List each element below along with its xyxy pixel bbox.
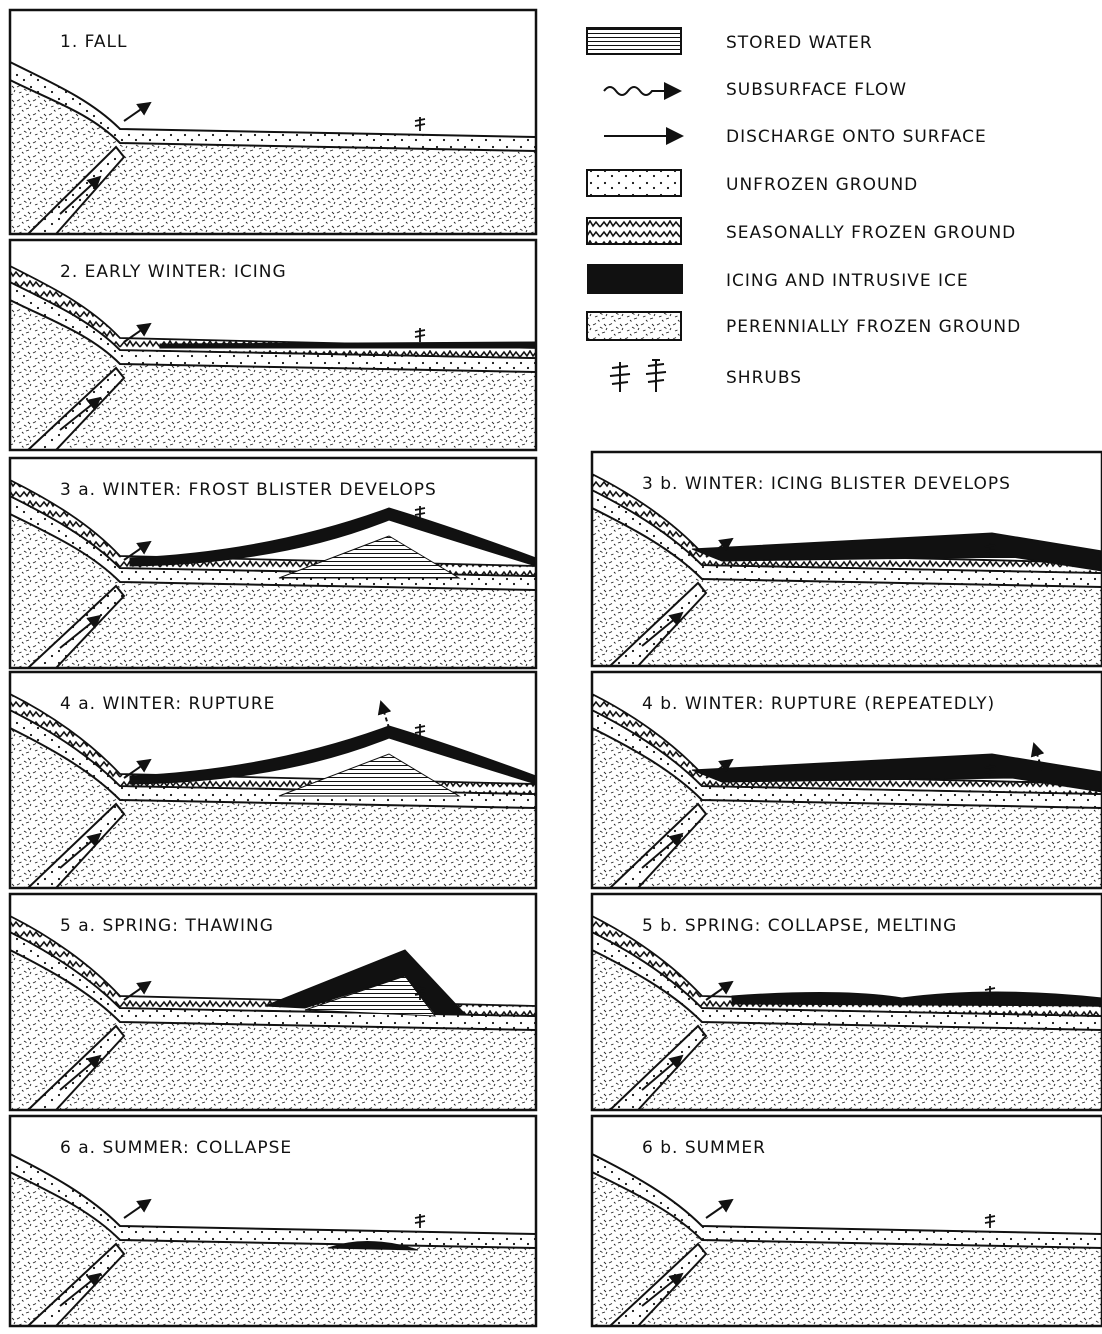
discharge-arrow	[706, 1200, 732, 1218]
panel-p6b: 6 b. SUMMER	[592, 1116, 1102, 1326]
panel-p4a: 4 a. WINTER: RUPTURE	[10, 672, 536, 888]
legend-label: DISCHARGE ONTO SURFACE	[726, 127, 987, 147]
legend-item-seasonal: SEASONALLY FROZEN GROUND	[587, 218, 1016, 244]
wavy-arrow-icon	[604, 87, 680, 95]
perennially-frozen-swatch	[587, 312, 681, 340]
legend-label: UNFROZEN GROUND	[726, 175, 918, 195]
legend-item-discharge: DISCHARGE ONTO SURFACE	[604, 127, 987, 147]
panel-title: 4 a. WINTER: RUPTURE	[60, 694, 275, 714]
panel-title: 5 b. SPRING: COLLAPSE, MELTING	[642, 916, 957, 936]
panel-p6a: 6 a. SUMMER: COLLAPSE	[10, 1116, 536, 1326]
panel-title: 1. FALL	[60, 32, 127, 52]
legend-label: ICING AND INTRUSIVE ICE	[726, 271, 969, 291]
legend-item-perennial: PERENNIALLY FROZEN GROUND	[587, 312, 1021, 340]
panel-p5b: 5 b. SPRING: COLLAPSE, MELTING	[592, 894, 1102, 1110]
legend-label: SUBSURFACE FLOW	[726, 80, 907, 100]
panel-p3b: 3 b. WINTER: ICING BLISTER DEVELOPS	[592, 452, 1102, 666]
panel-title: 4 b. WINTER: RUPTURE (REPEATEDLY)	[642, 694, 995, 714]
rupture-discharge-arrow	[381, 702, 389, 728]
stored-water-swatch	[587, 28, 681, 54]
seasonally-frozen-swatch	[587, 218, 681, 244]
shrub-icon	[415, 1214, 425, 1228]
panel-p5a: 5 a. SPRING: THAWING	[10, 894, 536, 1110]
legend-item-subsurface-flow: SUBSURFACE FLOW	[604, 80, 907, 100]
unfrozen-ground-swatch	[587, 170, 681, 196]
panel-title: 6 a. SUMMER: COLLAPSE	[60, 1138, 292, 1158]
shrub-icon	[985, 1214, 995, 1228]
discharge-arrow	[124, 103, 150, 121]
panel-p4b: 4 b. WINTER: RUPTURE (REPEATEDLY)	[592, 672, 1102, 888]
shrub-icon	[415, 328, 425, 342]
panel-p2: 2. EARLY WINTER: ICING	[10, 240, 536, 450]
legend-item-icing: ICING AND INTRUSIVE ICE	[587, 264, 969, 294]
legend-label: SEASONALLY FROZEN GROUND	[726, 223, 1016, 243]
panel-p1: 1. FALL	[10, 10, 536, 234]
discharge-arrow	[124, 1200, 150, 1218]
perennially-frozen-ground	[592, 1172, 1102, 1326]
panel-title: 3 a. WINTER: FROST BLISTER DEVELOPS	[60, 480, 437, 500]
legend-label: STORED WATER	[726, 33, 873, 53]
panel-p3a: 3 a. WINTER: FROST BLISTER DEVELOPS	[10, 458, 536, 668]
legend-item-unfrozen: UNFROZEN GROUND	[587, 170, 918, 196]
legend: STORED WATER SUBSURFACE FLOW DISCHARGE O…	[587, 28, 1021, 392]
panels: 1. FALL 2. EARLY WINTER: ICING 3 a. WINTER…	[10, 10, 1102, 1326]
icing-swatch	[587, 264, 683, 294]
shrub-icon	[415, 117, 425, 131]
panel-title: 3 b. WINTER: ICING BLISTER DEVELOPS	[642, 474, 1011, 494]
panel-title: 5 a. SPRING: THAWING	[60, 916, 274, 936]
panel-title: 6 b. SUMMER	[642, 1138, 766, 1158]
perennially-frozen-ground	[10, 1172, 536, 1326]
legend-label: PERENNIALLY FROZEN GROUND	[726, 317, 1021, 337]
panel-title: 2. EARLY WINTER: ICING	[60, 262, 287, 282]
legend-label: SHRUBS	[726, 368, 802, 388]
shrub-icon	[610, 360, 666, 392]
legend-item-stored-water: STORED WATER	[587, 28, 873, 54]
legend-item-shrubs: SHRUBS	[610, 360, 802, 392]
icing-ice	[732, 992, 1102, 1006]
